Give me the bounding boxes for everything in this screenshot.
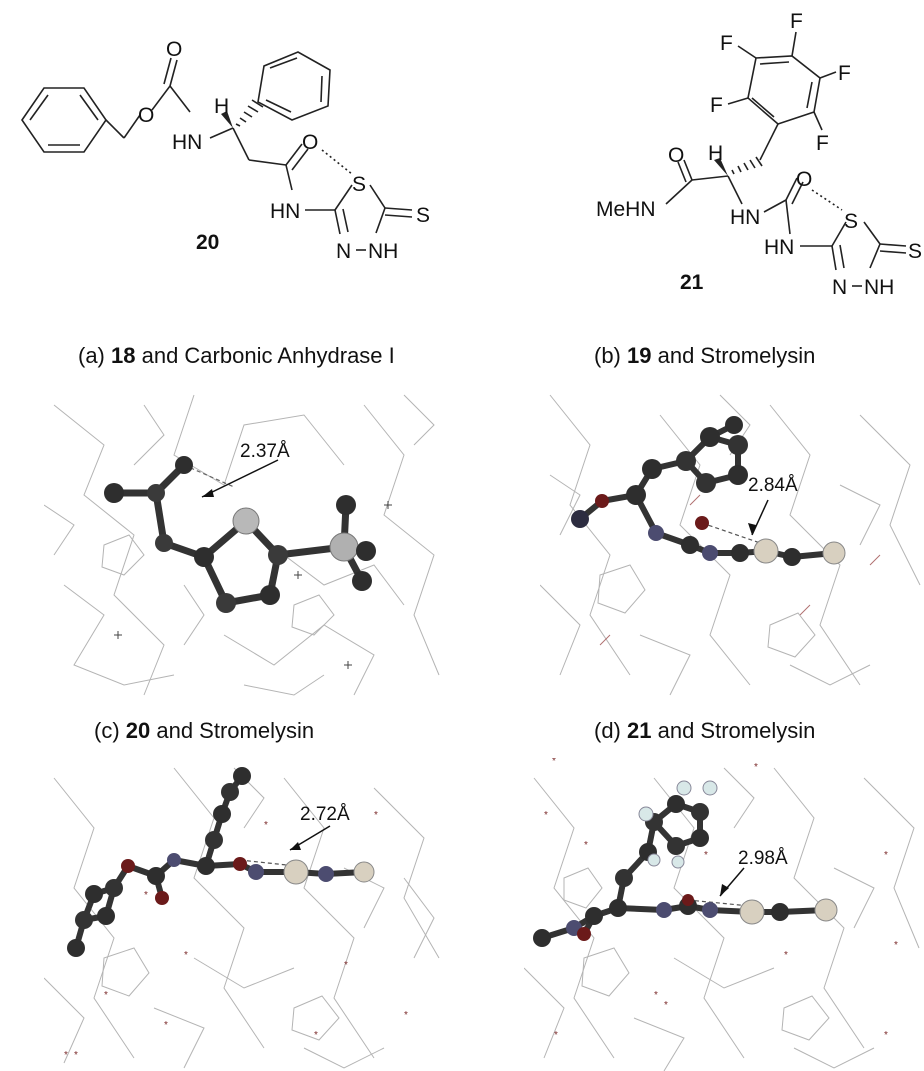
svg-text:*: * [584,840,588,851]
atom-label: O [138,104,154,127]
svg-text:*: * [344,960,348,971]
atom-label: F [720,32,733,55]
svg-text:*: * [184,950,188,961]
svg-text:*: * [64,1050,68,1061]
docking-image-c: * * * * * * * * * * * [44,767,440,1069]
docking-image-b: 2.84Å [540,394,921,696]
atom-label: N [832,276,847,299]
svg-text:*: * [552,758,556,767]
svg-text:*: * [894,940,898,951]
docking-image-a: 2.37Å [44,394,440,696]
panel-caption-d: (d) 21 and Stromelysin [594,718,816,743]
atom-label: S [352,173,366,196]
svg-text:*: * [784,950,788,961]
atom-label: O [668,144,684,167]
svg-text:*: * [884,850,888,861]
atom-label: O [166,38,182,61]
atom-label: HN [172,131,202,154]
structure-21: F F F F F O H MeHN HN O S S HN N NH 21 [596,10,922,299]
atom-label: F [790,10,803,33]
atom-label: H [214,95,229,118]
atom-label: HN [270,200,300,223]
svg-text:*: * [164,1020,168,1031]
svg-text:*: * [554,1030,558,1041]
svg-text:*: * [144,890,148,901]
atom-label: S [844,210,858,233]
svg-text:*: * [404,1010,408,1021]
atom-label: F [816,132,829,155]
atom-label: N [336,240,351,263]
atom-label: HN [764,236,794,259]
atom-label: F [838,62,851,85]
svg-text:*: * [314,1030,318,1041]
distance-label-b: 2.84Å [748,475,798,496]
compound-number-20: 20 [196,231,219,254]
svg-text:*: * [884,1030,888,1041]
atom-label: F [710,94,723,117]
atom-label: HN [730,206,760,229]
svg-text:*: * [664,1000,668,1011]
svg-text:*: * [654,990,658,1001]
atom-label: NH [368,240,398,263]
chemical-structures: O O HN H O S S HN N NH 20 [21,10,922,299]
distance-label-c: 2.72Å [300,804,350,825]
svg-text:*: * [704,850,708,861]
atom-label: MeHN [596,198,656,221]
svg-text:*: * [754,762,758,773]
svg-text:*: * [544,810,548,821]
docking-panel-b: 2.84Å [540,385,924,700]
structure-20: O O HN H O S S HN N NH 20 [21,38,430,263]
atom-label: S [908,240,922,263]
atom-label: NH [864,276,894,299]
panel-caption-c: (c) 20 and Stromelysin [94,718,315,743]
distance-label-d: 2.98Å [738,848,788,869]
svg-text:*: * [104,990,108,1001]
panel-caption-b: (b) 19 and Stromelysin [594,343,816,368]
svg-text:*: * [374,810,378,821]
atom-label: H [708,142,723,165]
docking-image-d: * * * * * * * * * * * * [524,758,920,1071]
distance-label-a: 2.37Å [240,441,290,462]
docking-panel-a: 2.37Å [44,385,444,700]
compound-number-21: 21 [680,271,704,294]
panel-caption-a: (a) 18 and Carbonic Anhydrase I [78,343,395,368]
docking-panel-d: * * * * * * * * * * * * [524,758,924,1071]
atom-label: O [796,168,812,191]
atom-label: O [302,131,318,154]
svg-text:*: * [74,1050,78,1061]
atom-label: S [416,204,430,227]
docking-panel-c: * * * * * * * * * * * [44,758,444,1071]
svg-text:*: * [264,820,268,831]
